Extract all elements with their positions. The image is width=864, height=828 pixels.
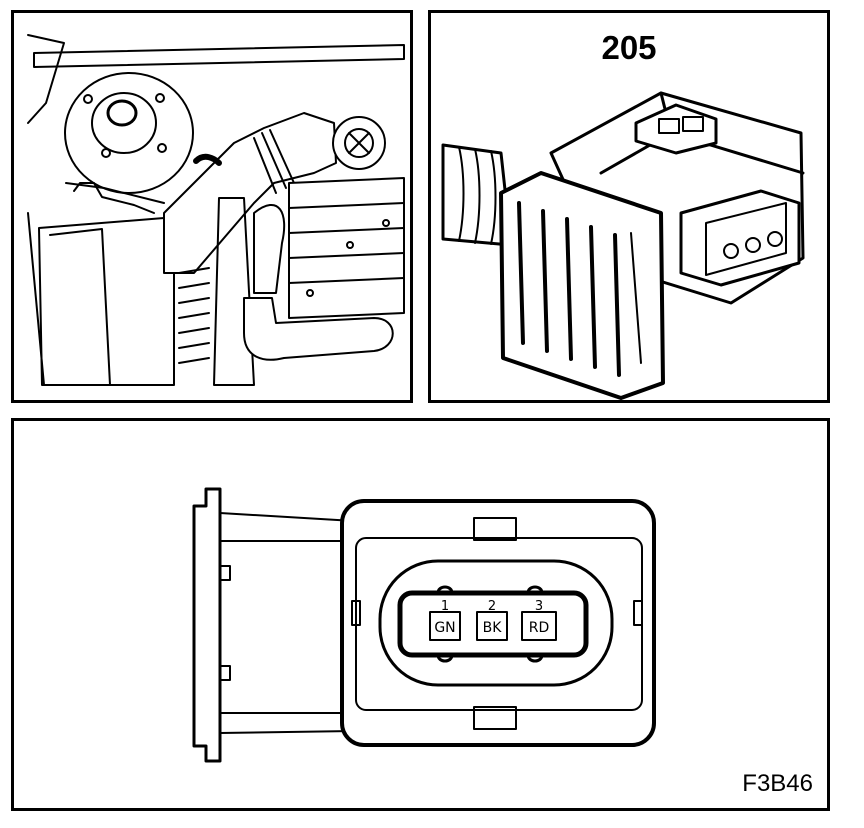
pin-1: 1 GN [429,599,461,641]
pin-1-color: GN [434,620,455,636]
connector-drawing [441,91,805,400]
pin-1-number: 1 [441,599,449,614]
engine-bay-drawing [27,34,405,386]
connector-perspective-view: 205 [428,10,830,403]
connector-face-drawing: 1 GN 2 BK 3 RD [192,487,656,763]
figure-reference: F3B46 [742,770,813,797]
pin-2-number: 2 [488,599,496,614]
pin-2-color: BK [483,620,503,636]
pin-3-number: 3 [535,599,543,614]
pin-3: 3 RD [521,599,557,641]
pin-3-color: RD [529,620,550,636]
connector-label: 205 [601,29,657,66]
engine-bay-illustration [11,10,413,403]
pin-2: 2 BK [476,599,508,641]
connector-face-view: 1 GN 2 BK 3 RD F3B46 [11,418,830,811]
